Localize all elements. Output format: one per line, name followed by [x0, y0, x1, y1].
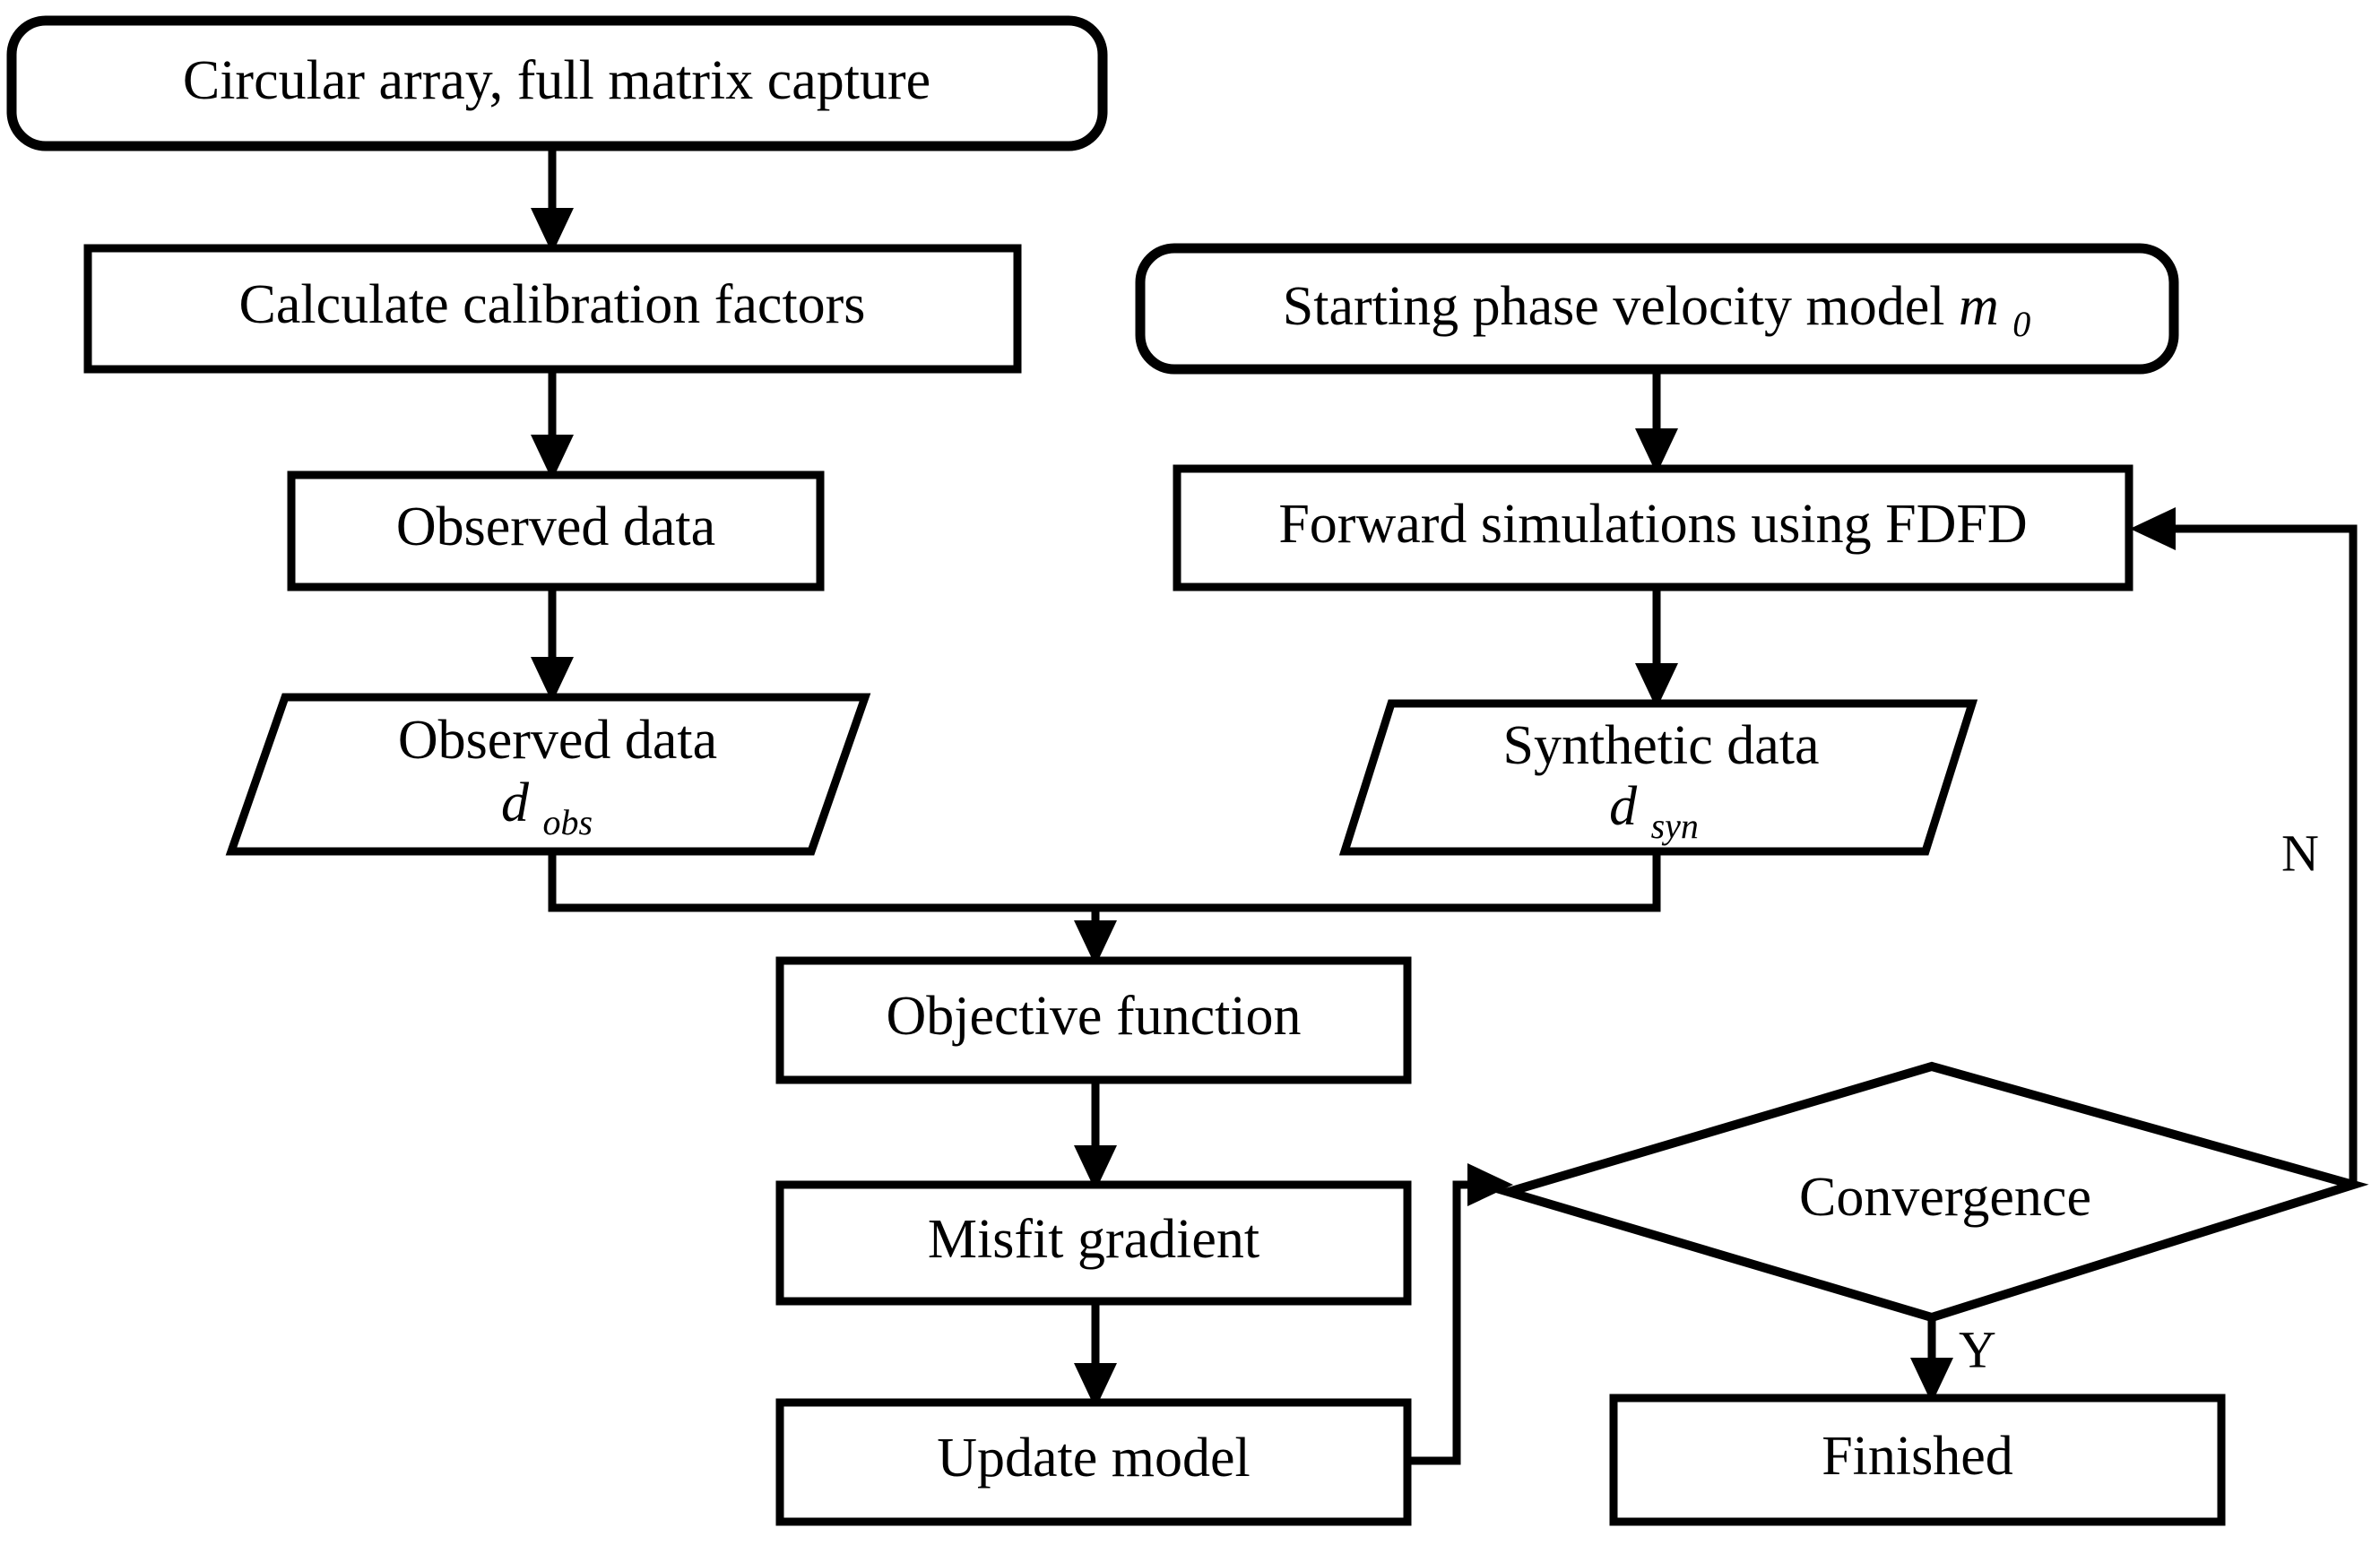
node-calculate-calibration-factors-label: Calculate calibration factors [239, 274, 866, 335]
node-calculate-calibration-factors-shape[interactable] [83, 244, 1022, 374]
node-synthetic-data-io-label-line1: Synthetic data [1503, 715, 1820, 776]
node-observed-data-io-symbol-subscript: obs [542, 802, 593, 842]
edge-objective-to-misfit [1074, 1080, 1117, 1191]
node-observed-data-io[interactable]: Observed data d obs [225, 693, 871, 856]
node-finished-shape[interactable] [1609, 1394, 2226, 1526]
edge-label-yes: Y [1959, 1320, 1996, 1378]
edge-calibration-to-observed-data [531, 369, 574, 480]
edge-misfit-to-update-model [1074, 1301, 1117, 1409]
edge-convergence-no-to-forward [2130, 507, 2358, 1185]
node-calculate-calibration-factors[interactable]: Calculate calibration factors [83, 244, 1022, 374]
node-observed-data-io-symbol: d obs [501, 772, 593, 842]
node-circular-array-shape[interactable] [6, 15, 1108, 151]
node-synthetic-data-io[interactable]: Synthetic data d syn [1338, 699, 1978, 856]
edge-label-no: N [2281, 824, 2319, 882]
node-forward-simulations-label: Forward simulations using FDFD [1278, 494, 2027, 555]
node-starting-model-shape[interactable] [1135, 243, 2179, 375]
node-starting-model-label-subscript: 0 [2012, 304, 2030, 344]
node-observed-data-io-shape[interactable] [225, 693, 871, 856]
node-convergence-label: Convergence [1799, 1167, 2091, 1228]
node-misfit-gradient-label: Misfit gradient [928, 1209, 1259, 1270]
node-convergence-shape[interactable] [1493, 1061, 2369, 1323]
node-forward-simulations[interactable]: Forward simulations using FDFD [1173, 464, 2133, 591]
node-observed-data-process[interactable]: Observed data [287, 470, 825, 591]
node-starting-model[interactable]: Starting phase velocity model m 0 [1135, 243, 2179, 375]
edge-starting-model-to-forward [1635, 369, 1678, 474]
node-misfit-gradient[interactable]: Misfit gradient [775, 1180, 1412, 1306]
node-objective-function-label: Objective function [886, 986, 1301, 1047]
edge-merge-to-objective-function [548, 851, 1661, 966]
edge-update-model-to-convergence [1407, 1163, 1513, 1465]
node-synthetic-data-io-symbol-base: d [1609, 776, 1638, 837]
node-objective-function[interactable]: Objective function [775, 956, 1412, 1084]
node-circular-array-label: Circular array, full matrix capture [183, 50, 930, 111]
node-misfit-gradient-shape[interactable] [775, 1180, 1412, 1306]
edge-circular-array-to-calibration [531, 146, 574, 254]
node-starting-model-label: Starting phase velocity model m 0 [1283, 276, 2030, 344]
node-observed-data-process-shape[interactable] [287, 470, 825, 591]
edge-convergence-yes-to-finished [1910, 1317, 1953, 1403]
node-observed-data-io-label-line1: Observed data [398, 710, 717, 771]
node-starting-model-label-main: Starting phase velocity model [1283, 276, 1945, 337]
node-update-model[interactable]: Update model [775, 1398, 1412, 1526]
node-forward-simulations-shape[interactable] [1173, 464, 2133, 591]
node-observed-data-io-symbol-base: d [501, 772, 530, 833]
node-synthetic-data-io-symbol-subscript: syn [1651, 806, 1699, 846]
node-synthetic-data-io-shape[interactable] [1338, 699, 1978, 856]
node-finished-label: Finished [1822, 1426, 2013, 1487]
edge-forward-to-synthetic-io [1635, 587, 1678, 709]
node-update-model-label: Update model [937, 1428, 1251, 1489]
node-objective-function-shape[interactable] [775, 956, 1412, 1084]
node-update-model-shape[interactable] [775, 1398, 1412, 1526]
node-observed-data-process-label: Observed data [396, 496, 715, 557]
node-starting-model-label-symbol: m [1959, 276, 1999, 337]
node-finished[interactable]: Finished [1609, 1394, 2226, 1526]
node-convergence[interactable]: Convergence [1493, 1061, 2369, 1323]
node-synthetic-data-io-symbol: d syn [1609, 776, 1699, 846]
edge-observed-data-to-observed-io [531, 587, 574, 703]
node-circular-array[interactable]: Circular array, full matrix capture [6, 15, 1108, 151]
